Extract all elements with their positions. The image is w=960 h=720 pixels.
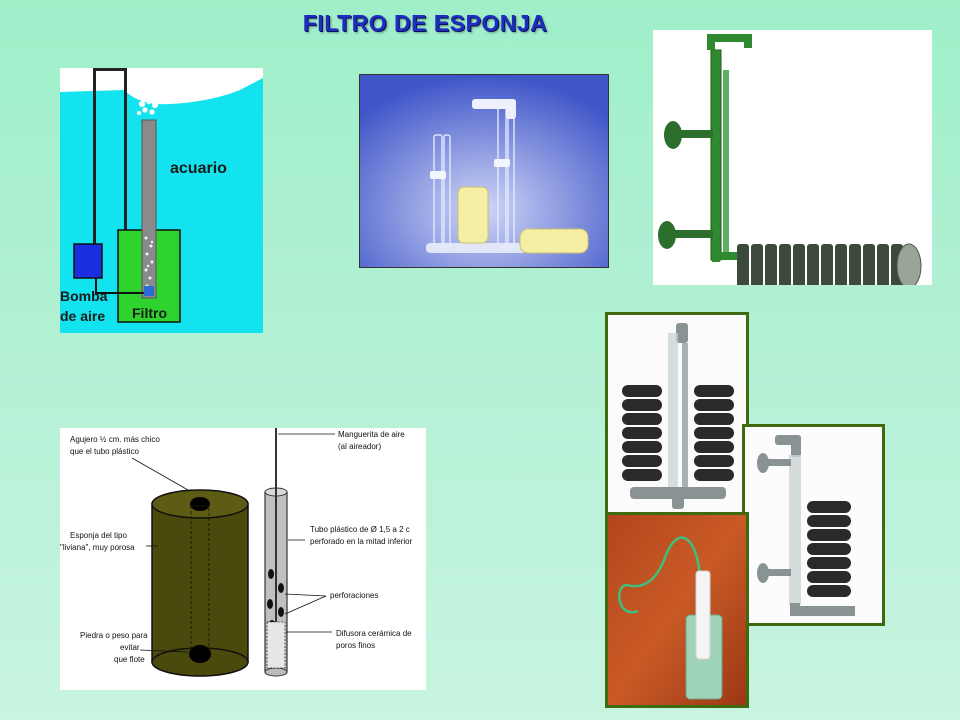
filter-label: Filtro [132, 305, 167, 321]
label-diffuser-line2: poros finos [336, 641, 375, 650]
photo-diy-filter [605, 512, 749, 708]
label-tube-line2: perforado en la mitad inferior [310, 537, 413, 546]
photo-single-sponge-filter [742, 424, 885, 626]
aquarium-label: acuario [170, 160, 227, 177]
label-hole-line1: Agujero ½ cm. más chico [70, 435, 160, 444]
label-weight-line2: evitar [120, 643, 140, 652]
pump-label-line2: de aire [60, 308, 105, 324]
photo-green-sponge-filter [653, 30, 932, 285]
label-hose-line1: Manguerita de aire [338, 430, 405, 439]
label-hose-line2: (al aireador) [338, 442, 381, 451]
label-weight-line1: Piedra o peso para [80, 631, 148, 640]
pump-label-line1: Bomba [60, 288, 108, 304]
page-title: FILTRO DE ESPONJA [302, 10, 548, 36]
photo-double-sponge-filter [605, 312, 749, 516]
label-perforations: perforaciones [330, 591, 378, 600]
aquarium-diagram: acuario Bomba de aire Filtro [60, 68, 263, 333]
photo-clear-sponge-filter [359, 74, 609, 268]
label-hole-line2: que el tubo plástico [70, 447, 139, 456]
label-weight-line3: que flote [114, 655, 145, 664]
label-tube-line1: Tubo plástico de Ø 1,5 a 2 c [310, 525, 410, 534]
sponge-filter-schematic: Agujero ½ cm. más chico que el tubo plás… [60, 428, 426, 690]
label-sponge-line1: Esponja del tipo [70, 531, 127, 540]
label-diffuser-line1: Difusora cerámica de [336, 629, 412, 638]
label-sponge-line2: "liviana", muy porosa [60, 543, 135, 552]
